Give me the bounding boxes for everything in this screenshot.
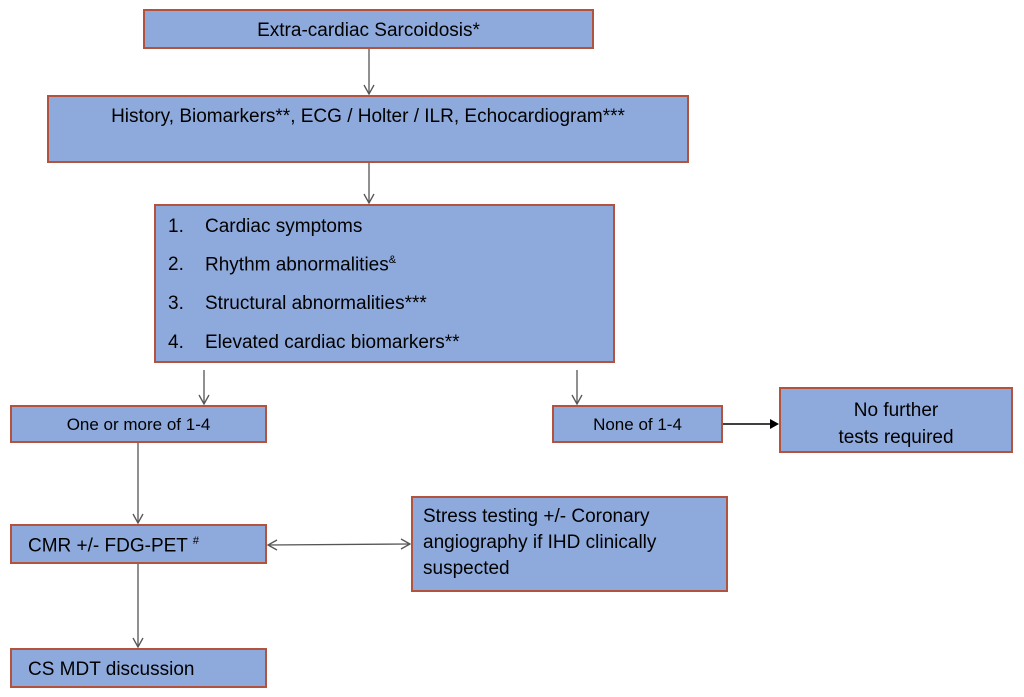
arrow-none-to-no-further (723, 419, 779, 429)
node-label-line: No further (853, 400, 939, 421)
node-label-line: required (883, 427, 954, 448)
node-label: Extra-cardiac Sarcoidosis* (257, 20, 480, 41)
criteria-item: 2. Rhythm abnormalities& (168, 254, 396, 276)
arrow-cmr-stress-bidirectional (266, 538, 412, 551)
node-initial-assessment: History, Biomarkers**, ECG / Holter / IL… (47, 95, 689, 163)
criteria-number: 4. (168, 332, 184, 353)
node-footnote-mark: # (192, 535, 199, 547)
arrow-criteria-to-none (571, 370, 583, 406)
node-no-further-tests: No further tests required (779, 387, 1013, 453)
node-extra-cardiac-sarcoidosis: Extra-cardiac Sarcoidosis* (143, 9, 594, 49)
node-label: Stress testing +/- Coronary angiography i… (423, 504, 656, 582)
node-label: History, Biomarkers**, ECG / Holter / IL… (111, 106, 625, 127)
arrow-start-to-assessment (363, 49, 375, 96)
node-label-line: angiography if IHD clinically (423, 532, 657, 553)
node-label-line: Stress testing +/- Coronary (423, 506, 650, 527)
node-label-line: suspected (423, 558, 510, 579)
node-label-text: CMR +/- FDG-PET (28, 535, 193, 557)
arrow-criteria-to-one-or-more (198, 370, 210, 406)
node-cmr-fdg-pet: CMR +/- FDG-PET # (10, 524, 267, 564)
node-none-of-criteria: None of 1-4 (552, 405, 723, 443)
arrow-cmr-to-mdt (132, 564, 144, 649)
node-label: No further tests required (781, 397, 1011, 451)
criteria-text: Structural abnormalities*** (205, 293, 427, 314)
node-label-line: tests (838, 427, 879, 448)
criteria-item: 4. Elevated cardiac biomarkers** (168, 332, 460, 354)
node-label: One or more of 1-4 (66, 415, 211, 434)
node-label: None of 1-4 (593, 415, 682, 434)
criteria-text: Cardiac symptoms (205, 216, 363, 237)
node-criteria-list: 1. Cardiac symptoms 2. Rhythm abnormalitie… (154, 204, 615, 363)
arrow-one-or-more-to-cmr (132, 443, 144, 525)
criteria-footnote-mark: & (388, 254, 397, 266)
node-one-or-more: One or more of 1-4 (10, 405, 267, 443)
node-label: CS MDT discussion (28, 659, 195, 680)
criteria-number: 3. (168, 293, 184, 314)
criteria-text: Elevated cardiac biomarkers** (205, 332, 460, 353)
criteria-number: 1. (168, 216, 184, 237)
arrow-assessment-to-criteria (363, 163, 375, 205)
criteria-item: 1. Cardiac symptoms (168, 216, 362, 238)
node-label: CMR +/- FDG-PET # (28, 535, 199, 557)
node-stress-testing: Stress testing +/- Coronary angiography i… (411, 496, 728, 592)
criteria-number: 2. (168, 254, 184, 276)
criteria-item: 3. Structural abnormalities*** (168, 293, 427, 315)
node-cs-mdt-discussion: CS MDT discussion (10, 648, 267, 688)
criteria-text: Rhythm abnormalities (205, 254, 389, 276)
